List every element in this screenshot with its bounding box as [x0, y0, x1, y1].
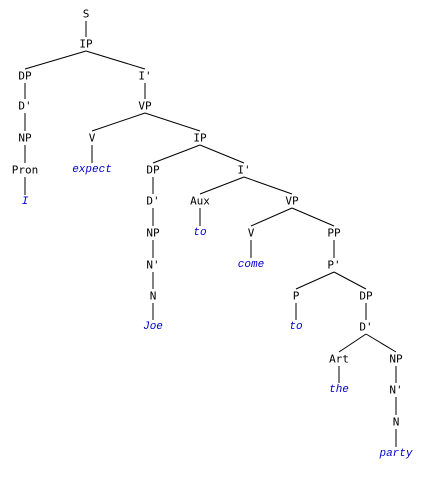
tree-node-label: P — [293, 290, 300, 303]
tree-node-label: S — [83, 8, 90, 21]
tree-node-label: I' — [237, 164, 250, 177]
tree-edge — [333, 271, 367, 290]
tree-node-label: V — [248, 227, 255, 240]
tree-node-label: Art — [329, 353, 349, 366]
tree-node-label: Pron — [12, 164, 39, 177]
tree-word: come — [238, 259, 264, 271]
tree-node-label: DP — [146, 164, 160, 177]
tree-edge — [24, 50, 87, 70]
tree-word: to — [193, 227, 206, 239]
tree-node-label: D' — [359, 321, 372, 334]
tree-node-label: IP — [193, 132, 207, 145]
tree-word: expect — [72, 164, 112, 176]
tree-node-label: P' — [327, 259, 340, 272]
tree-word: I — [22, 196, 29, 208]
tree-word: to — [289, 321, 302, 333]
tree-word: party — [378, 448, 412, 460]
tree-edge — [365, 333, 397, 353]
tree-edge — [91, 112, 146, 132]
tree-word: the — [329, 384, 349, 396]
tree-node-label: N — [150, 290, 157, 303]
tree-edge — [295, 271, 335, 290]
tree-node-label: DP — [18, 70, 32, 83]
tree-node-label: N' — [389, 384, 402, 397]
tree-node-label: Aux — [190, 195, 210, 208]
tree-node-label: NP — [146, 227, 160, 240]
tree-edge — [144, 112, 201, 132]
tree-node-label: N — [393, 416, 400, 429]
tree-edge — [85, 50, 146, 70]
tree-edge — [199, 176, 245, 195]
tree-node-label: V — [89, 132, 96, 145]
tree-node-label: VP — [138, 100, 152, 113]
tree-edge — [199, 144, 245, 164]
tree-edge — [243, 176, 293, 195]
tree-node-label: PP — [327, 227, 341, 240]
tree-edge — [291, 207, 335, 227]
tree-edge — [250, 207, 293, 227]
tree-node-label: NP — [18, 132, 32, 145]
tree-word: Joe — [143, 321, 163, 333]
tree-node-label: D' — [18, 100, 31, 113]
tree-node-label: IP — [79, 38, 93, 51]
tree-node-label: VP — [285, 195, 299, 208]
tree-edges — [24, 21, 397, 447]
tree-labels: SIPDPD'NPPronII'VPVexpectIPDPD'NPN'NJoeI… — [12, 8, 413, 461]
tree-edge — [152, 144, 201, 164]
tree-node-label: I' — [138, 70, 151, 83]
tree-node-label: D' — [146, 195, 159, 208]
tree-node-label: NP — [389, 353, 403, 366]
tree-edge — [338, 333, 367, 353]
tree-node-label: N' — [146, 259, 159, 272]
tree-node-label: DP — [359, 290, 373, 303]
